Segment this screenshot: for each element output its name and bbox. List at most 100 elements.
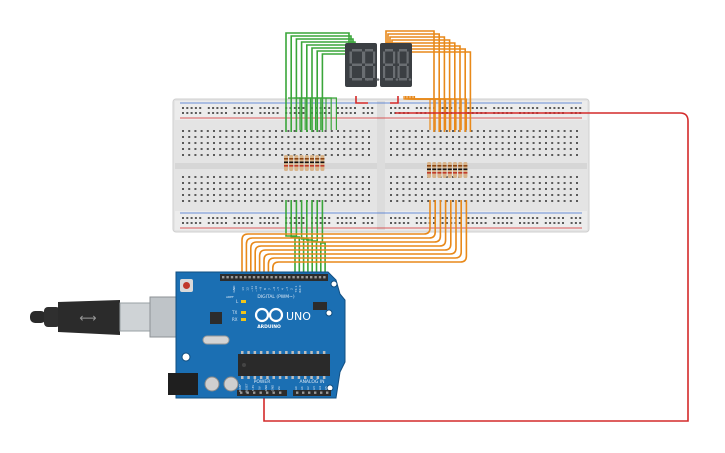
- breadboard-hole[interactable]: [293, 142, 296, 144]
- breadboard-hole[interactable]: [396, 200, 399, 202]
- breadboard-hole[interactable]: [315, 217, 318, 219]
- breadboard-hole[interactable]: [250, 222, 253, 224]
- breadboard-hole[interactable]: [361, 182, 364, 184]
- breadboard-hole[interactable]: [337, 130, 339, 132]
- breadboard-hole[interactable]: [553, 217, 556, 219]
- breadboard-hole[interactable]: [220, 107, 223, 109]
- breadboard-hole[interactable]: [433, 136, 436, 138]
- breadboard-hole[interactable]: [476, 200, 479, 202]
- breadboard-hole[interactable]: [489, 130, 492, 132]
- breadboard-hole[interactable]: [458, 148, 461, 150]
- breadboard-hole[interactable]: [420, 222, 423, 224]
- breadboard-hole[interactable]: [532, 148, 535, 150]
- breadboard-hole[interactable]: [324, 136, 327, 138]
- breadboard-hole[interactable]: [483, 176, 485, 178]
- breadboard-hole[interactable]: [337, 142, 339, 144]
- breadboard-hole[interactable]: [330, 194, 333, 196]
- breadboard-hole[interactable]: [576, 194, 578, 196]
- breadboard-hole[interactable]: [414, 182, 417, 184]
- breadboard-hole[interactable]: [458, 217, 461, 219]
- breadboard-hole[interactable]: [225, 188, 228, 190]
- breadboard-hole[interactable]: [489, 188, 492, 190]
- breadboard-hole[interactable]: [275, 182, 277, 184]
- breadboard-hole[interactable]: [514, 142, 516, 144]
- breadboard-hole[interactable]: [354, 112, 356, 114]
- breadboard-hole[interactable]: [493, 107, 496, 109]
- breadboard-hole[interactable]: [206, 176, 209, 178]
- breadboard-hole[interactable]: [343, 176, 346, 178]
- breadboard-hole[interactable]: [576, 136, 578, 138]
- breadboard-hole[interactable]: [216, 107, 219, 109]
- breadboard-hole[interactable]: [194, 107, 197, 109]
- breadboard-hole[interactable]: [464, 148, 467, 150]
- breadboard-hole[interactable]: [318, 130, 321, 132]
- breadboard-hole[interactable]: [225, 148, 228, 150]
- breadboard-hole[interactable]: [182, 107, 184, 109]
- breadboard-hole[interactable]: [337, 176, 339, 178]
- breadboard-hole[interactable]: [532, 188, 535, 190]
- breadboard-hole[interactable]: [569, 142, 572, 144]
- breadboard-hole[interactable]: [343, 148, 346, 150]
- breadboard-hole[interactable]: [233, 217, 236, 219]
- breadboard-hole[interactable]: [402, 188, 405, 190]
- breadboard-hole[interactable]: [553, 222, 556, 224]
- breadboard-hole[interactable]: [182, 130, 184, 132]
- breadboard-hole[interactable]: [312, 136, 315, 138]
- breadboard-hole[interactable]: [275, 154, 277, 156]
- breadboard-hole[interactable]: [330, 188, 333, 190]
- breadboard-hole[interactable]: [368, 136, 370, 138]
- breadboard-hole[interactable]: [506, 222, 509, 224]
- breadboard-hole[interactable]: [206, 136, 209, 138]
- breadboard-hole[interactable]: [231, 130, 234, 132]
- breadboard-hole[interactable]: [262, 136, 265, 138]
- breadboard-hole[interactable]: [520, 154, 523, 156]
- breadboard-hole[interactable]: [287, 130, 290, 132]
- breadboard-hole[interactable]: [576, 182, 578, 184]
- breadboard-hole[interactable]: [402, 217, 405, 219]
- breadboard-hole[interactable]: [549, 107, 552, 109]
- breadboard-hole[interactable]: [408, 176, 411, 178]
- breadboard-hole[interactable]: [501, 107, 504, 109]
- breadboard-hole[interactable]: [219, 148, 222, 150]
- breadboard-hole[interactable]: [330, 130, 333, 132]
- breadboard-hole[interactable]: [268, 176, 271, 178]
- breadboard-hole[interactable]: [402, 107, 405, 109]
- breadboard-hole[interactable]: [328, 107, 331, 109]
- breadboard-hole[interactable]: [407, 217, 410, 219]
- breadboard-hole[interactable]: [349, 148, 352, 150]
- breadboard-hole[interactable]: [281, 148, 284, 150]
- breadboard-hole[interactable]: [355, 188, 358, 190]
- breadboard-hole[interactable]: [520, 194, 523, 196]
- breadboard-hole[interactable]: [312, 154, 315, 156]
- breadboard-hole[interactable]: [213, 130, 215, 132]
- breadboard-hole[interactable]: [526, 136, 529, 138]
- breadboard-hole[interactable]: [445, 182, 448, 184]
- breadboard-hole[interactable]: [408, 200, 411, 202]
- digital-pin[interactable]: [323, 276, 326, 279]
- breadboard-hole[interactable]: [361, 136, 364, 138]
- breadboard-hole[interactable]: [402, 142, 405, 144]
- green-wire[interactable]: [285, 32, 350, 132]
- breadboard-hole[interactable]: [287, 188, 290, 190]
- breadboard-hole[interactable]: [562, 217, 564, 219]
- breadboard-hole[interactable]: [213, 176, 215, 178]
- breadboard-hole[interactable]: [398, 222, 401, 224]
- breadboard-hole[interactable]: [545, 154, 547, 156]
- breadboard-hole[interactable]: [544, 107, 547, 109]
- breadboard-hole[interactable]: [298, 217, 301, 219]
- breadboard-hole[interactable]: [256, 194, 259, 196]
- breadboard-hole[interactable]: [263, 107, 266, 109]
- breadboard-hole[interactable]: [220, 217, 223, 219]
- breadboard-hole[interactable]: [312, 194, 315, 196]
- analog-pin[interactable]: [314, 391, 317, 394]
- breadboard-hole[interactable]: [527, 222, 530, 224]
- breadboard-hole[interactable]: [262, 188, 265, 190]
- breadboard-hole[interactable]: [345, 222, 348, 224]
- breadboard-hole[interactable]: [545, 194, 547, 196]
- breadboard-hole[interactable]: [293, 182, 296, 184]
- breadboard-hole[interactable]: [414, 148, 417, 150]
- breadboard-hole[interactable]: [464, 188, 467, 190]
- breadboard-hole[interactable]: [354, 217, 356, 219]
- breadboard-hole[interactable]: [231, 136, 234, 138]
- breadboard-hole[interactable]: [318, 142, 321, 144]
